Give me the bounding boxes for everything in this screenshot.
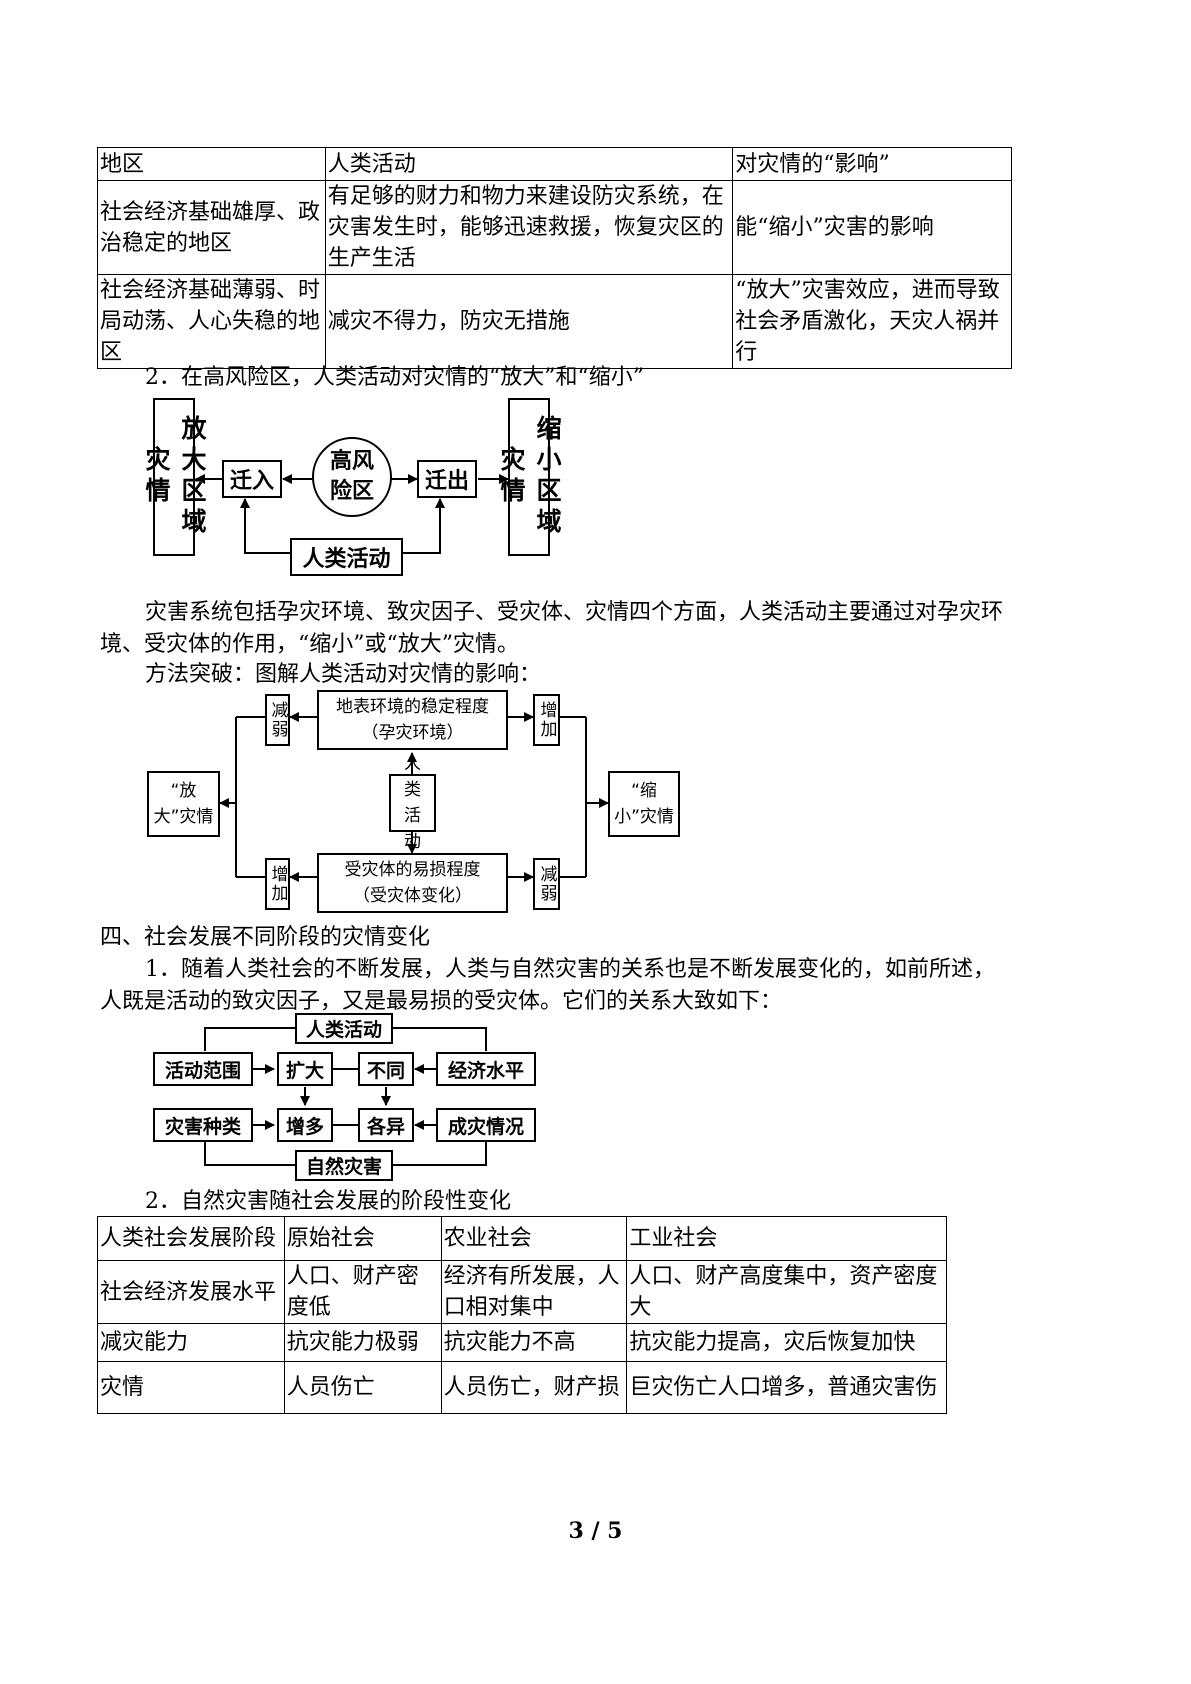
human-activity-center-label: 人类活动 (404, 754, 421, 852)
table-cell: 抗灾能力提高，灾后恢复加快 (626, 1323, 947, 1362)
table-cell: 人口、财产高度集中，资产密度大 (626, 1260, 947, 1324)
human-activity-top-box: 人类活动 (295, 1013, 393, 1044)
weaken-left-box: 减弱 (265, 694, 290, 746)
table-header-cell: 对灾情的“影响” (732, 147, 1012, 181)
section-title: 四、社会发展不同阶段的灾情变化 (100, 925, 431, 950)
table-header-row: 人类社会发展阶段 原始社会 农业社会 工业社会 (97, 1216, 947, 1261)
disaster-situation-box: 成灾情况 (436, 1108, 536, 1142)
table-cell: 抗灾能力不高 (440, 1323, 628, 1362)
disaster-type-box: 灾害种类 (153, 1108, 253, 1142)
weaken-right-label: 减弱 (536, 865, 557, 903)
table-row: 灾情 人员伤亡 人员伤亡，财产损 巨灾伤亡人口增多，普通灾害伤 (97, 1361, 947, 1414)
vary-box: 各异 (358, 1108, 414, 1142)
amplify-result-label: “放大”灾情 (153, 781, 214, 827)
human-activity-box: 人类活动 (290, 538, 403, 576)
increase-right-box: 增加 (533, 694, 560, 746)
reduce-result-box: “缩小”灾情 (608, 771, 680, 837)
economic-level-label: 经济水平 (447, 1059, 524, 1082)
table-cell: 社会经济基础薄弱、时局动荡、人心失稳的地区 (97, 274, 326, 369)
weaken-right-box: 减弱 (533, 858, 560, 910)
move-in-box: 迁入 (222, 460, 282, 498)
method-heading: 方法突破：图解人类活动对灾情的影响： (145, 662, 542, 687)
table-cell: 人员伤亡，财产损 (440, 1361, 628, 1414)
vulnerability-box: 受灾体的易损程度 （受灾体变化） (317, 853, 508, 913)
table-cell: 经济有所发展，人口相对集中 (440, 1260, 628, 1324)
table-cell: 抗灾能力极弱 (283, 1323, 442, 1362)
table-row: 减灾能力 抗灾能力极弱 抗灾能力不高 抗灾能力提高，灾后恢复加快 (97, 1323, 947, 1362)
increase-right-label: 增加 (536, 701, 557, 739)
amplify-result-box: “放大”灾情 (147, 771, 220, 837)
paragraph-text: 灾害系统包括孕灾环境、致灾因子、受灾体、灾情四个方面，人类活动主要通过对孕灾环境… (100, 600, 1004, 657)
section-heading: 2．自然灾害随社会发展的阶段性变化 (145, 1189, 511, 1214)
human-activity-label: 人类活动 (302, 547, 391, 572)
increase-left-box: 增加 (265, 858, 290, 910)
move-out-box: 迁出 (417, 460, 477, 498)
economic-level-box: 经济水平 (436, 1052, 536, 1086)
high-risk-label: 高风险区 (329, 449, 374, 504)
increase-box: 增多 (277, 1108, 333, 1142)
table-cell: 巨灾伤亡人口增多，普通灾害伤 (626, 1361, 947, 1414)
table-cell: 人口、财产密度低 (283, 1260, 442, 1324)
natural-disaster-label: 自然灾害 (305, 1156, 382, 1178)
expand-label: 扩大 (285, 1059, 324, 1082)
amplify-region-label: 放大区域灾情 (142, 415, 207, 539)
move-out-label: 迁出 (424, 469, 469, 494)
different-box: 不同 (358, 1052, 414, 1086)
vulnerability-label: 受灾体的易损程度 (344, 860, 481, 880)
stability-label: 地表环境的稳定程度 (336, 697, 489, 717)
stability-box: 地表环境的稳定程度 （孕灾环境） (317, 690, 508, 750)
table-cell: 灾情 (97, 1361, 285, 1414)
disaster-situation-label: 成灾情况 (447, 1115, 524, 1138)
table-row: 社会经济发展水平 人口、财产密度低 经济有所发展，人口相对集中 人口、财产高度集… (97, 1260, 947, 1324)
table-cell: “放大”灾害效应，进而导致社会矛盾激化，天灾人祸并行 (732, 274, 1012, 369)
paragraph-text: 1．随着人类社会的不断发展，人类与自然灾害的关系也是不断发展变化的，如前所述，人… (100, 957, 995, 1014)
reduce-region-box: 缩小区域灾情 (497, 398, 562, 556)
table-cell: 人员伤亡 (283, 1361, 442, 1414)
natural-disaster-box: 自然灾害 (295, 1150, 393, 1181)
different-label: 不同 (366, 1059, 405, 1082)
human-activity-top-label: 人类活动 (305, 1019, 382, 1041)
table-cell: 能“缩小”灾害的影响 (732, 180, 1012, 275)
impact-table: 地区 人类活动 对灾情的“影响” 社会经济基础雄厚、政治稳定的地区 有足够的财力… (97, 147, 1012, 369)
stability-sublabel: （孕灾环境） (361, 723, 464, 743)
human-activity-center-box: 人类活动 (389, 754, 436, 852)
table-cell: 减灾能力 (97, 1323, 285, 1362)
paragraph: 灾害系统包括孕灾环境、致灾因子、受灾体、灾情四个方面，人类活动主要通过对孕灾环境… (100, 597, 1012, 661)
table-header-cell: 人类活动 (324, 147, 734, 181)
weaken-left-label: 减弱 (267, 701, 288, 739)
page-number: 3 / 5 (568, 1518, 623, 1544)
activity-range-box: 活动范围 (153, 1052, 253, 1086)
table-header-cell: 农业社会 (440, 1216, 628, 1261)
stage-table: 人类社会发展阶段 原始社会 农业社会 工业社会 社会经济发展水平 人口、财产密度… (97, 1216, 947, 1414)
reduce-result-label: “缩小”灾情 (614, 781, 674, 827)
expand-box: 扩大 (277, 1052, 333, 1086)
paragraph: 1．随着人类社会的不断发展，人类与自然灾害的关系也是不断发展变化的，如前所述，人… (100, 954, 1012, 1018)
table-header-cell: 工业社会 (626, 1216, 947, 1261)
table-header-cell: 原始社会 (283, 1216, 442, 1261)
vulnerability-sublabel: （受灾体变化） (353, 886, 472, 906)
activity-range-label: 活动范围 (164, 1059, 241, 1082)
disaster-type-label: 灾害种类 (164, 1115, 241, 1138)
high-risk-circle: 高风险区 (312, 437, 392, 517)
amplify-region-box: 放大区域灾情 (142, 398, 207, 556)
table-header-cell: 人类社会发展阶段 (97, 1216, 285, 1261)
table-header-row: 地区 人类活动 对灾情的“影响” (97, 147, 1012, 181)
vary-label: 各异 (366, 1115, 405, 1138)
section-heading: 2．在高风险区，人类活动对灾情的“放大”和“缩小” (145, 365, 644, 390)
increase-label: 增多 (285, 1115, 324, 1138)
reduce-region-label: 缩小区域灾情 (497, 415, 562, 539)
table-cell: 减灾不得力，防灾无措施 (324, 274, 734, 369)
table-cell: 有足够的财力和物力来建设防灾系统，在灾害发生时，能够迅速救援，恢复灾区的生产生活 (324, 180, 734, 275)
table-header-cell: 地区 (97, 147, 326, 181)
increase-left-label: 增加 (267, 865, 288, 903)
table-cell: 社会经济发展水平 (97, 1260, 285, 1324)
move-in-label: 迁入 (229, 469, 274, 494)
table-row: 社会经济基础薄弱、时局动荡、人心失稳的地区 减灾不得力，防灾无措施 “放大”灾害… (97, 274, 1012, 369)
